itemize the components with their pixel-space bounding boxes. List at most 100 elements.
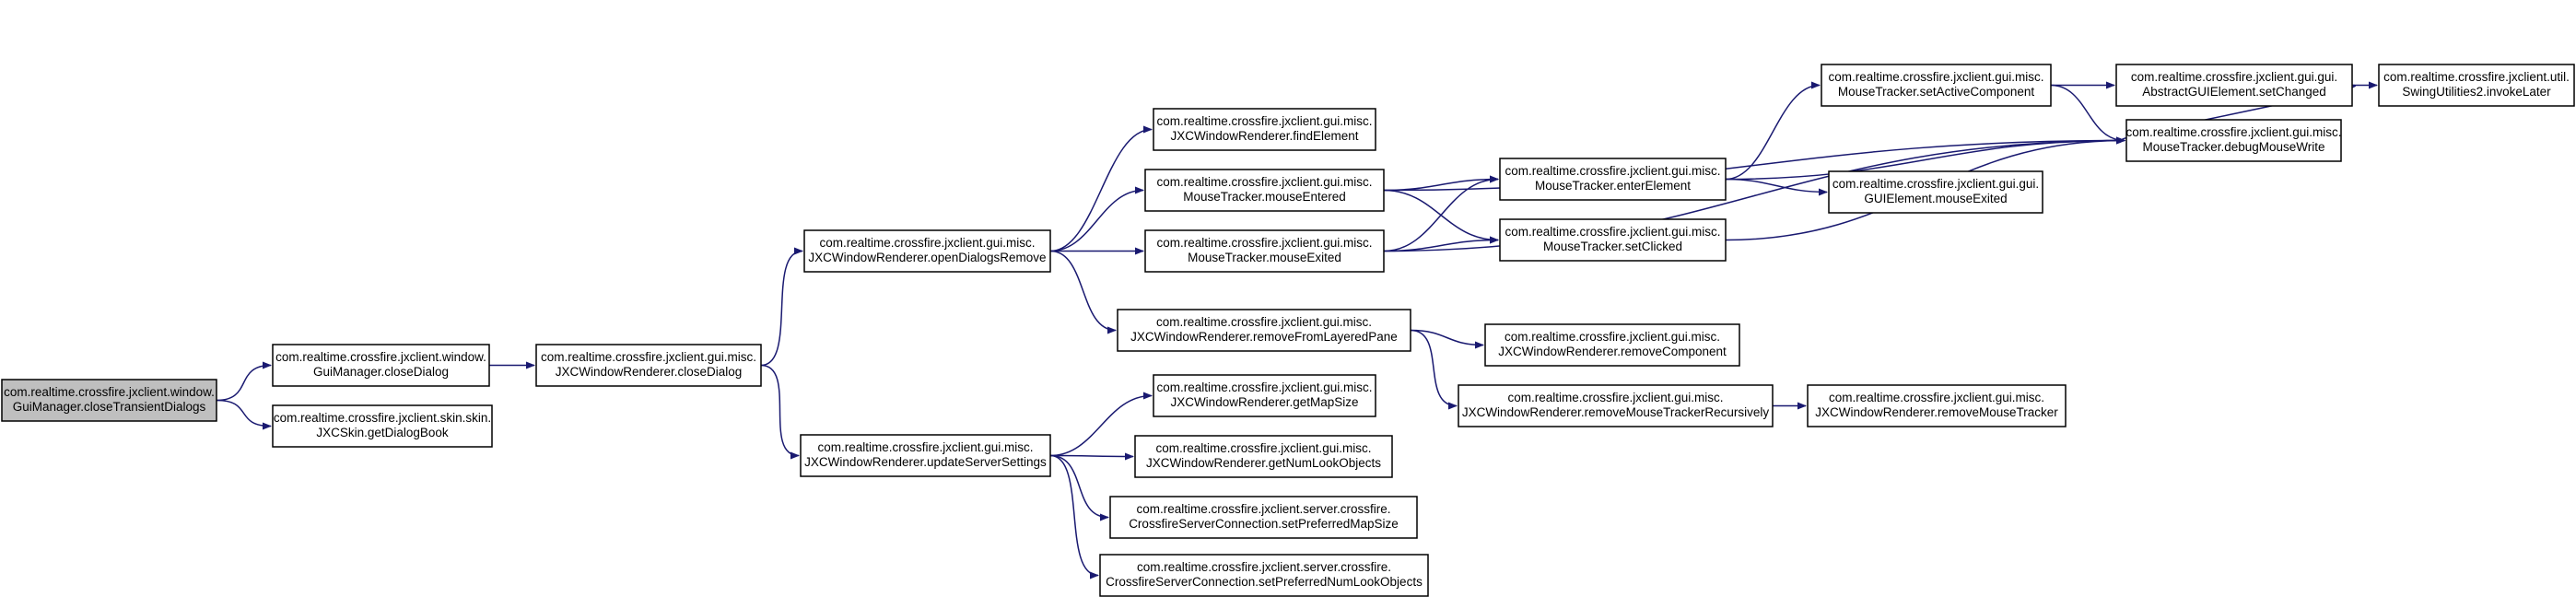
edge-n4-n7 (1049, 186, 1144, 252)
node-package-label: com.realtime.crossfire.jxclient.gui.misc… (1156, 175, 1372, 189)
node-method-label: MouseTracker.setActiveComponent (1838, 85, 2035, 99)
node-package-label: com.realtime.crossfire.jxclient.gui.misc… (1505, 164, 1720, 178)
edge-n9-n17 (1410, 329, 1458, 410)
edge-n5-n10 (1049, 392, 1153, 457)
node-box (1828, 170, 2043, 214)
node-box (1134, 435, 1393, 478)
function-node[interactable]: com.realtime.crossfire.jxclient.gui.misc… (1458, 384, 1774, 427)
function-node[interactable]: com.realtime.crossfire.jxclient.gui.misc… (800, 434, 1051, 477)
edge-n14-n22 (1725, 136, 2125, 181)
edge-n3-n4 (760, 247, 803, 367)
node-package-label: com.realtime.crossfire.jxclient.gui.misc… (819, 236, 1035, 250)
function-node[interactable]: com.realtime.crossfire.jxclient.gui.misc… (1117, 309, 1411, 352)
node-package-label: com.realtime.crossfire.jxclient.gui.misc… (1156, 114, 1372, 128)
node-method-label: JXCWindowRenderer.removeMouseTracker (1815, 405, 2058, 419)
edge-n5-n12 (1049, 454, 1109, 521)
node-box (2115, 64, 2353, 107)
node-package-label: com.realtime.crossfire.jxclient.gui.misc… (1505, 225, 1720, 239)
node-method-label: JXCWindowRenderer.updateServerSettings (804, 455, 1047, 469)
function-node[interactable]: com.realtime.crossfire.jxclient.gui.misc… (2125, 119, 2342, 162)
edge-n0-n1 (216, 361, 272, 402)
node-box (1144, 169, 1385, 212)
node-box (1458, 384, 1774, 427)
node-package-label: com.realtime.crossfire.jxclient.gui.misc… (817, 440, 1033, 454)
nodes: com.realtime.crossfire.jxclient.window.G… (1, 64, 2575, 597)
node-box (803, 229, 1051, 273)
node-package-label: com.realtime.crossfire.jxclient.gui.misc… (2125, 125, 2341, 139)
function-node[interactable]: com.realtime.crossfire.jxclient.gui.misc… (1499, 218, 1727, 262)
node-box (800, 434, 1051, 477)
function-node[interactable]: com.realtime.crossfire.jxclient.gui.misc… (1153, 374, 1376, 417)
node-box (2378, 64, 2575, 107)
function-node[interactable]: com.realtime.crossfire.jxclient.gui.misc… (1134, 435, 1393, 478)
node-method-label: GuiManager.closeTransientDialogs (13, 400, 206, 414)
node-method-label: MouseTracker.enterElement (1535, 179, 1691, 193)
function-node[interactable]: com.realtime.crossfire.jxclient.gui.gui.… (2115, 64, 2353, 107)
node-method-label: JXCSkin.getDialogBook (316, 426, 449, 439)
edge-n0-n2 (216, 399, 272, 430)
node-box (1821, 64, 2052, 107)
function-node[interactable]: com.realtime.crossfire.jxclient.server.c… (1109, 496, 1418, 539)
node-box (1153, 374, 1376, 417)
node-package-label: com.realtime.crossfire.jxclient.gui.gui. (2131, 70, 2337, 84)
function-node[interactable]: com.realtime.crossfire.jxclient.util.Swi… (2378, 64, 2575, 107)
edge-n5-n11 (1049, 452, 1134, 461)
root-function-node[interactable]: com.realtime.crossfire.jxclient.window.G… (1, 379, 217, 422)
edge-n4-n9 (1049, 250, 1117, 334)
node-method-label: JXCWindowRenderer.removeFromLayeredPane (1130, 330, 1398, 344)
node-box (2125, 119, 2342, 162)
node-method-label: MouseTracker.debugMouseWrite (2142, 140, 2324, 154)
node-package-label: com.realtime.crossfire.jxclient.window. (275, 350, 486, 364)
node-package-label: com.realtime.crossfire.jxclient.gui.misc… (1156, 380, 1372, 394)
node-box (272, 404, 493, 448)
node-method-label: MouseTracker.mouseEntered (1183, 190, 1346, 204)
node-method-label: MouseTracker.mouseExited (1188, 251, 1341, 264)
node-box (1499, 158, 1727, 201)
node-method-label: AbstractGUIElement.setChanged (2142, 85, 2326, 99)
function-node[interactable]: com.realtime.crossfire.jxclient.window.G… (272, 344, 490, 387)
node-box (1499, 218, 1727, 262)
node-box (1807, 384, 2067, 427)
edge-n4-n6 (1049, 125, 1153, 252)
edge-n9-n16 (1410, 329, 1484, 349)
edge-n3-n5 (760, 364, 800, 460)
node-box (535, 344, 762, 387)
function-node[interactable]: com.realtime.crossfire.jxclient.gui.misc… (1821, 64, 2052, 107)
node-package-label: com.realtime.crossfire.jxclient.gui.misc… (1156, 236, 1372, 250)
node-package-label: com.realtime.crossfire.jxclient.gui.misc… (1155, 441, 1371, 455)
node-method-label: JXCWindowRenderer.removeComponent (1498, 345, 1727, 358)
node-method-label: CrossfireServerConnection.setPreferredMa… (1129, 517, 1399, 531)
node-package-label: com.realtime.crossfire.jxclient.gui.misc… (1505, 330, 1720, 344)
function-node[interactable]: com.realtime.crossfire.jxclient.server.c… (1099, 554, 1429, 597)
function-node[interactable]: com.realtime.crossfire.jxclient.gui.misc… (1499, 158, 1727, 201)
function-node[interactable]: com.realtime.crossfire.jxclient.gui.misc… (1153, 108, 1376, 151)
function-node[interactable]: com.realtime.crossfire.jxclient.gui.misc… (1484, 323, 1740, 367)
function-node[interactable]: com.realtime.crossfire.jxclient.skin.ski… (272, 404, 493, 448)
function-node[interactable]: com.realtime.crossfire.jxclient.gui.misc… (1144, 169, 1385, 212)
node-box (1109, 496, 1418, 539)
node-package-label: com.realtime.crossfire.jxclient.window. (4, 385, 215, 399)
node-method-label: JXCWindowRenderer.getNumLookObjects (1146, 456, 1381, 470)
function-node[interactable]: com.realtime.crossfire.jxclient.gui.gui.… (1828, 170, 2043, 214)
node-package-label: com.realtime.crossfire.jxclient.gui.misc… (541, 350, 756, 364)
node-package-label: com.realtime.crossfire.jxclient.server.c… (1137, 560, 1391, 574)
function-node[interactable]: com.realtime.crossfire.jxclient.gui.misc… (803, 229, 1051, 273)
edge-n5-n13 (1049, 454, 1099, 579)
node-method-label: JXCWindowRenderer.findElement (1170, 129, 1358, 143)
function-node[interactable]: com.realtime.crossfire.jxclient.gui.misc… (1807, 384, 2067, 427)
function-node[interactable]: com.realtime.crossfire.jxclient.gui.misc… (1144, 229, 1385, 273)
node-box (1, 379, 217, 422)
node-method-label: JXCWindowRenderer.closeDialog (556, 365, 743, 379)
function-node[interactable]: com.realtime.crossfire.jxclient.gui.misc… (535, 344, 762, 387)
node-box (1144, 229, 1385, 273)
node-method-label: SwingUtilities2.invokeLater (2402, 85, 2551, 99)
node-package-label: com.realtime.crossfire.jxclient.gui.misc… (1507, 391, 1723, 404)
node-package-label: com.realtime.crossfire.jxclient.server.c… (1136, 502, 1390, 516)
node-package-label: com.realtime.crossfire.jxclient.skin.ski… (274, 411, 491, 425)
node-package-label: com.realtime.crossfire.jxclient.gui.gui. (1832, 177, 2039, 191)
node-method-label: GuiManager.closeDialog (313, 365, 449, 379)
node-box (1153, 108, 1376, 151)
node-method-label: JXCWindowRenderer.openDialogsRemove (808, 251, 1046, 264)
node-method-label: JXCWindowRenderer.removeMouseTrackerRecu… (1462, 405, 1770, 419)
